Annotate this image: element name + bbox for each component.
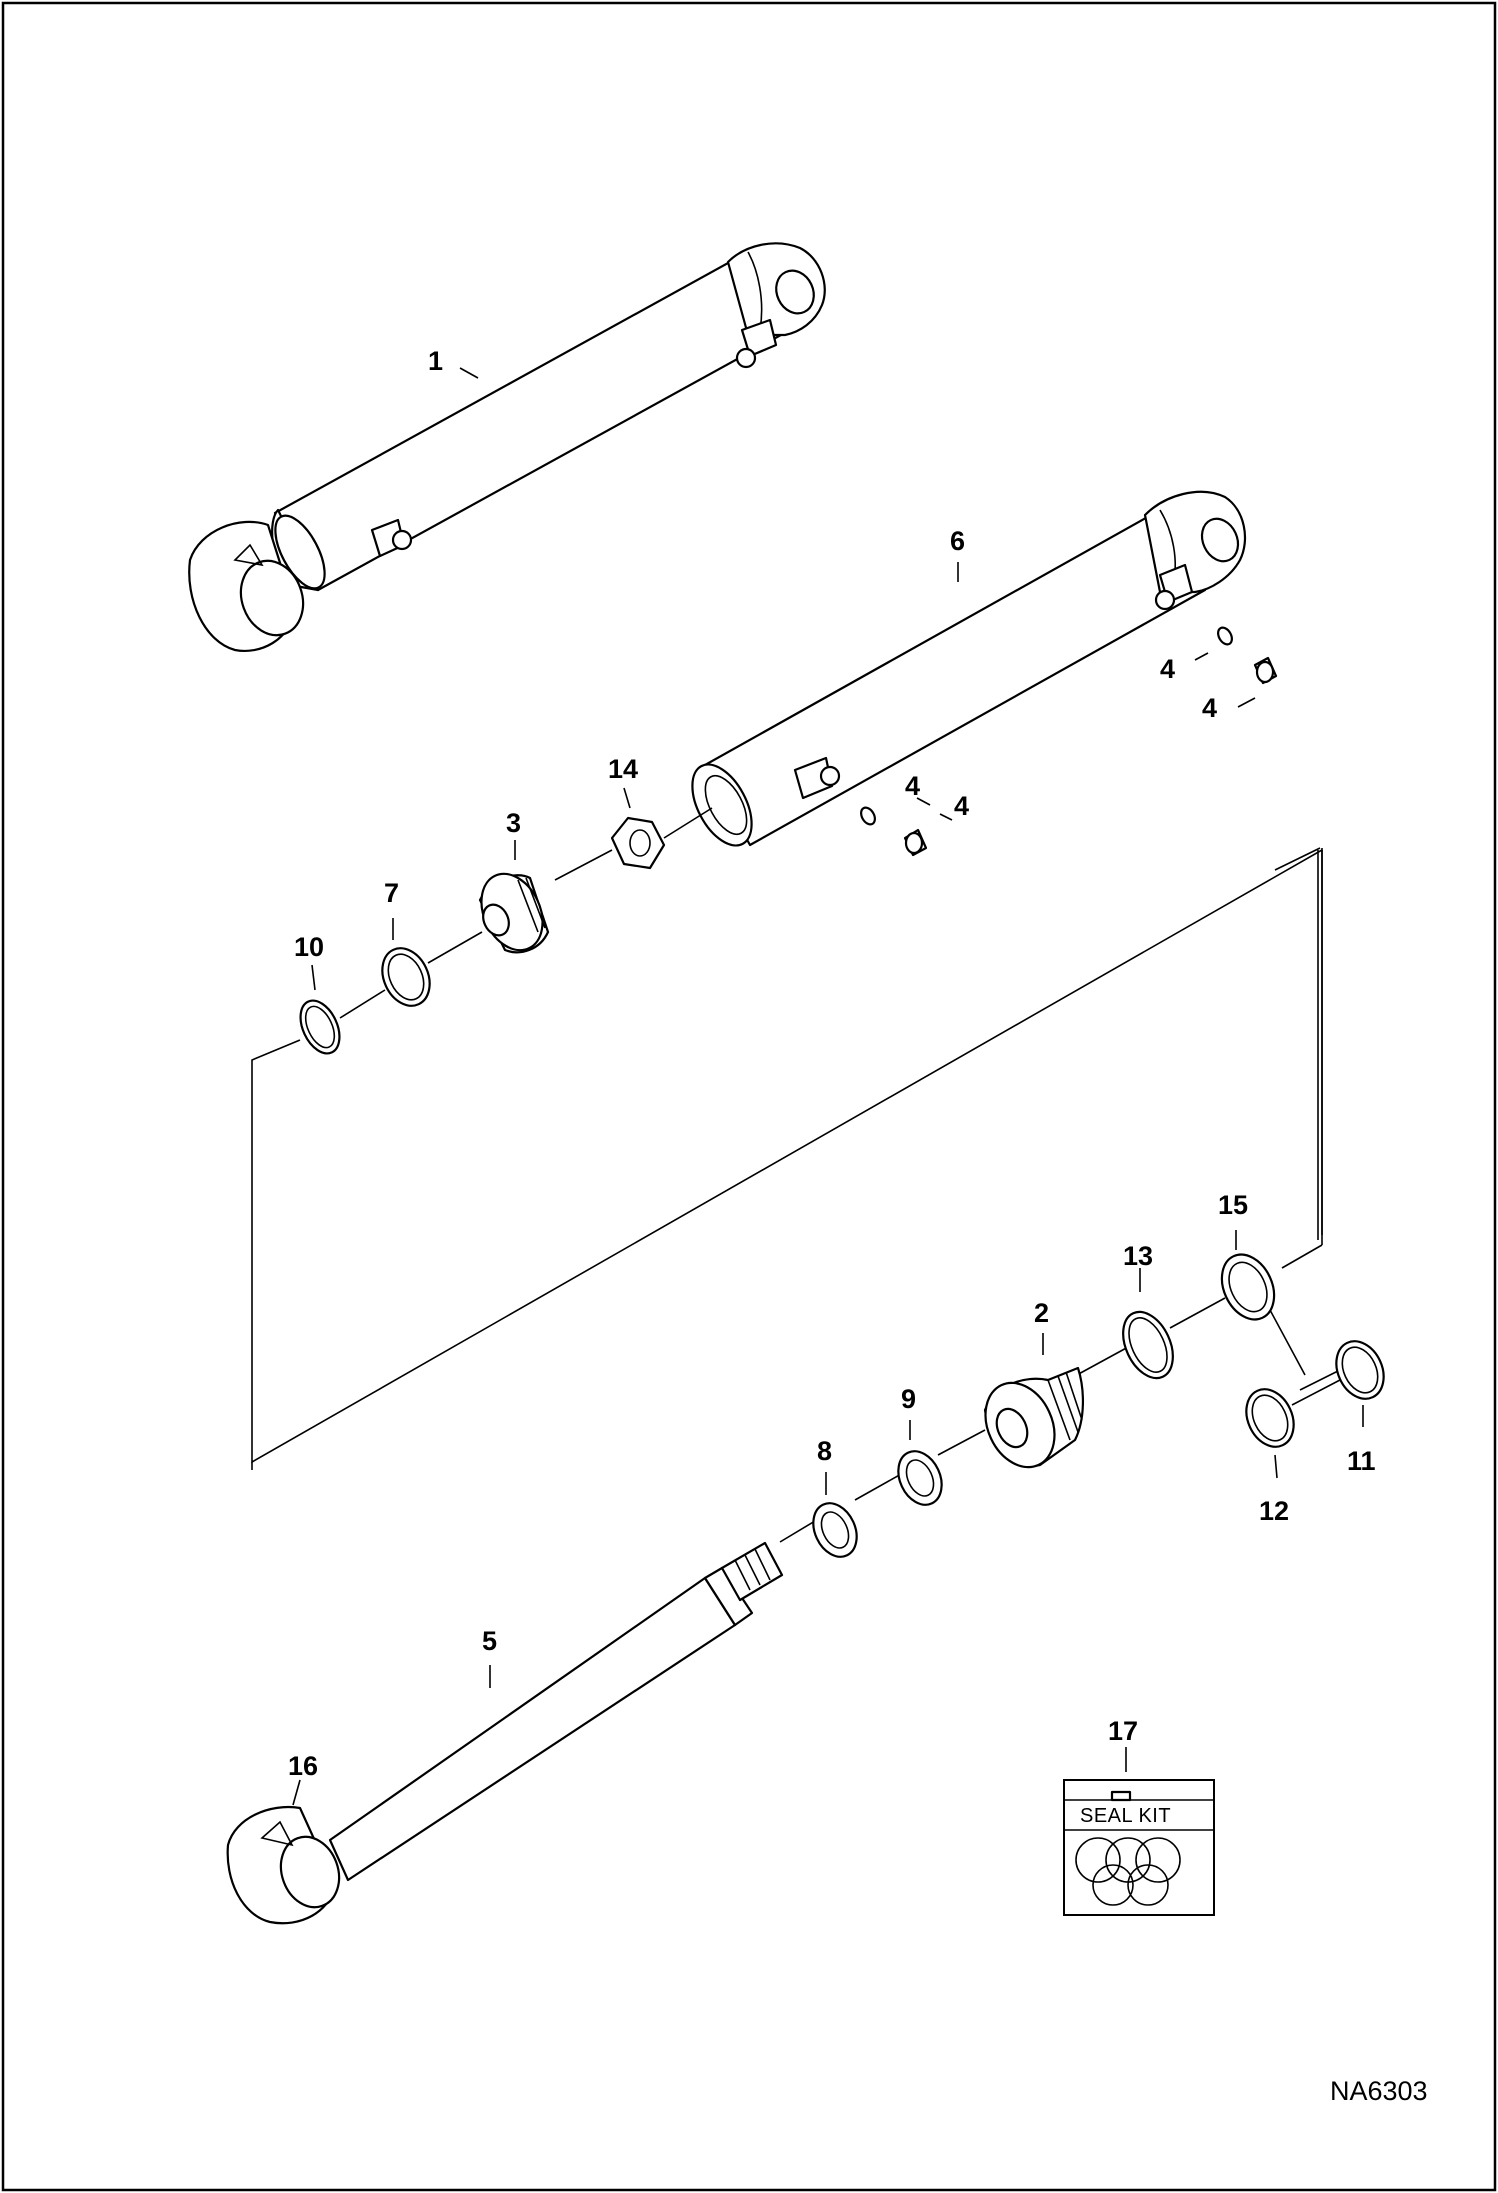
ring-12	[1245, 1388, 1295, 1448]
callout-14: 14	[608, 754, 638, 784]
seal-kit-box: SEAL KIT	[1063, 1779, 1215, 1916]
nut	[610, 816, 666, 870]
barrel	[691, 490, 1247, 847]
seal-kit-label: SEAL KIT	[1080, 1805, 1171, 1827]
callout-12: 12	[1259, 1496, 1289, 1526]
callout-16: 16	[288, 1751, 318, 1781]
callout-15: 15	[1218, 1190, 1248, 1220]
cylinder-assembly	[188, 242, 826, 653]
o-ring	[299, 999, 341, 1055]
ring-11	[1335, 1340, 1385, 1400]
callout-11: 11	[1347, 1446, 1376, 1476]
assembly-lines	[251, 807, 1341, 1543]
callout-13: 13	[1123, 1241, 1153, 1271]
callout-10: 10	[294, 932, 324, 962]
callout-4-b: 4	[1202, 693, 1217, 723]
callout-1: 1	[428, 346, 443, 376]
callout-numbers: 1 6 4 4 4 4 14 3 7 10 15 13 2 9 8 11 12 …	[288, 346, 1376, 1781]
callout-9: 9	[901, 1384, 916, 1414]
callout-4-d: 4	[954, 791, 969, 821]
rod-seal-9	[897, 1450, 943, 1506]
drawing-code: NA6303	[1330, 2076, 1428, 2106]
callout-6: 6	[950, 526, 965, 556]
callout-3: 3	[506, 808, 521, 838]
callout-2: 2	[1034, 1298, 1049, 1328]
callout-7: 7	[384, 878, 399, 908]
callout-4-a: 4	[1160, 654, 1175, 684]
gland	[983, 1366, 1085, 1469]
o-ring-13	[1122, 1310, 1174, 1380]
callout-8: 8	[817, 1436, 832, 1466]
callout-4-c: 4	[905, 771, 920, 801]
wear-ring-15	[1220, 1253, 1276, 1321]
piston	[478, 872, 550, 954]
callout-17: 17	[1108, 1716, 1138, 1746]
callout-5: 5	[482, 1626, 497, 1656]
piston-rod	[226, 1541, 784, 1925]
wiper-seal-8	[812, 1502, 858, 1558]
callout-leaders	[292, 367, 1364, 1806]
seal-ring	[381, 947, 431, 1007]
port-fittings	[860, 626, 1278, 857]
